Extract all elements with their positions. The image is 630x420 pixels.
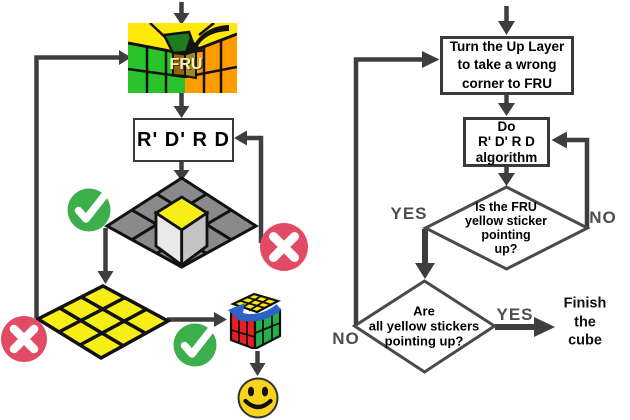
fru-label-shadow: FRU xyxy=(171,57,204,74)
do-algorithm-box: Do R' D' R D algorithm xyxy=(463,117,550,167)
algorithm-text: R' D' R D xyxy=(137,128,230,151)
algorithm-box: R' D' R D xyxy=(133,118,234,162)
turn-box-line: Turn the Up Layer xyxy=(449,38,565,54)
algo-box-line: Do xyxy=(497,118,516,134)
fru-sticker-diamond-text: Is the FRU yellow sticker pointing up? xyxy=(465,200,547,256)
arrowhead xyxy=(498,173,515,186)
arrowhead xyxy=(534,317,555,337)
restart-loop-line-left xyxy=(34,55,120,318)
arrowhead xyxy=(234,130,247,146)
arrowhead xyxy=(551,131,567,149)
no-label-all: NO xyxy=(332,329,360,348)
finish-cube-image xyxy=(228,292,282,349)
turn-box-line: corner to FRU xyxy=(461,75,552,91)
check-icon xyxy=(173,323,217,367)
all-stickers-diamond-text: Are all yellow stickers pointing up? xyxy=(368,303,480,349)
cross-icon xyxy=(1,316,47,362)
arrowhead xyxy=(173,106,190,118)
algo-box-line: algorithm xyxy=(475,149,538,165)
no-loop-line-inner xyxy=(566,137,590,227)
fru-cube-image: FRU FRU xyxy=(128,23,237,93)
cross-icon xyxy=(260,223,308,271)
yes-label-all: YES xyxy=(496,305,534,324)
turn-up-layer-box: Turn the Up Layer to take a wrong corner… xyxy=(440,36,574,95)
yes-label-fru: YES xyxy=(390,204,428,223)
smiley-icon xyxy=(237,377,279,419)
decision-diamond-all-stickers xyxy=(351,279,498,374)
turn-arrow-icon xyxy=(184,25,229,54)
arrowhead xyxy=(249,363,266,376)
arrowhead xyxy=(498,21,515,35)
blue-turn-arrowhead xyxy=(228,303,245,322)
gray-top-cube-image xyxy=(104,176,259,269)
yellow-top-grid-image xyxy=(34,284,172,361)
arrowhead xyxy=(97,271,114,284)
no-label-fru: NO xyxy=(589,208,617,227)
arrowhead xyxy=(498,103,515,116)
decision-diamond-fru-sticker xyxy=(422,185,591,271)
retry-loop-line-left xyxy=(246,135,264,243)
algo-box-line: R' D' R D xyxy=(478,134,535,150)
turn-box-line: to take a wrong xyxy=(457,57,557,73)
arrowhead xyxy=(119,50,131,65)
arrowhead xyxy=(173,170,190,181)
arrowhead xyxy=(415,263,435,279)
arrowhead xyxy=(173,13,190,25)
arrowhead xyxy=(422,51,440,68)
no-loop-line-outer xyxy=(353,57,424,325)
arrowhead xyxy=(214,312,227,327)
check-icon xyxy=(67,188,111,232)
finish-the-cube-text: Finish the cube xyxy=(563,295,607,349)
fru-label: FRU xyxy=(170,56,203,73)
